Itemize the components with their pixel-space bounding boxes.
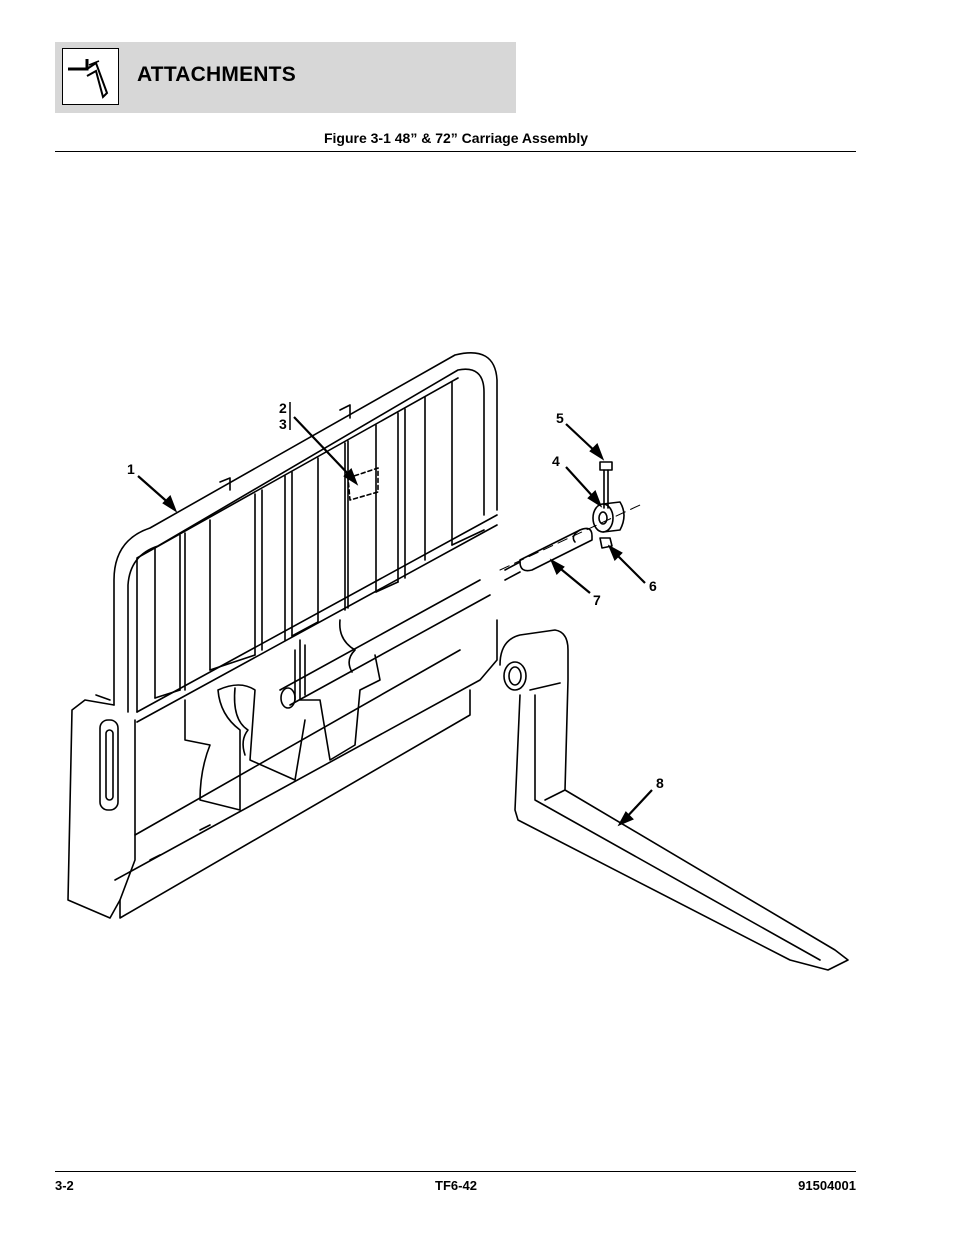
section-header-band <box>55 42 516 113</box>
figure-caption: Figure 3-1 48” & 72” Carriage Assembly <box>323 130 589 146</box>
callout-6: 6 <box>649 578 657 594</box>
model-number: TF6-42 <box>435 1178 477 1193</box>
callout-8: 8 <box>656 775 664 791</box>
callout-5: 5 <box>556 410 564 426</box>
page-number: 3-2 <box>55 1178 74 1193</box>
carriage-frame <box>113 351 498 706</box>
header-divider <box>55 151 856 152</box>
callout-1: 1 <box>127 461 135 477</box>
document-number: 91504001 <box>798 1178 856 1193</box>
callout-4: 4 <box>552 453 560 469</box>
footer-divider <box>55 1171 856 1172</box>
section-title: ATTACHMENTS <box>137 63 296 86</box>
callout-2: 2 <box>279 400 287 416</box>
fork <box>499 629 849 971</box>
attachment-hook-icon <box>62 48 119 105</box>
pin <box>519 527 593 572</box>
callout-3: 3 <box>279 416 287 432</box>
callout-7: 7 <box>593 592 601 608</box>
